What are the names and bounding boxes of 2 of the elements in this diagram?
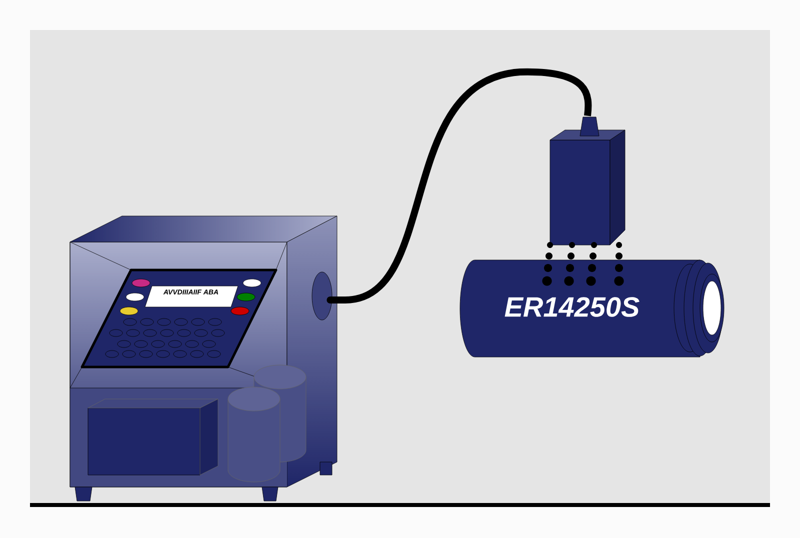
printer-drawing <box>70 216 338 502</box>
print-head-drawing <box>550 116 626 246</box>
